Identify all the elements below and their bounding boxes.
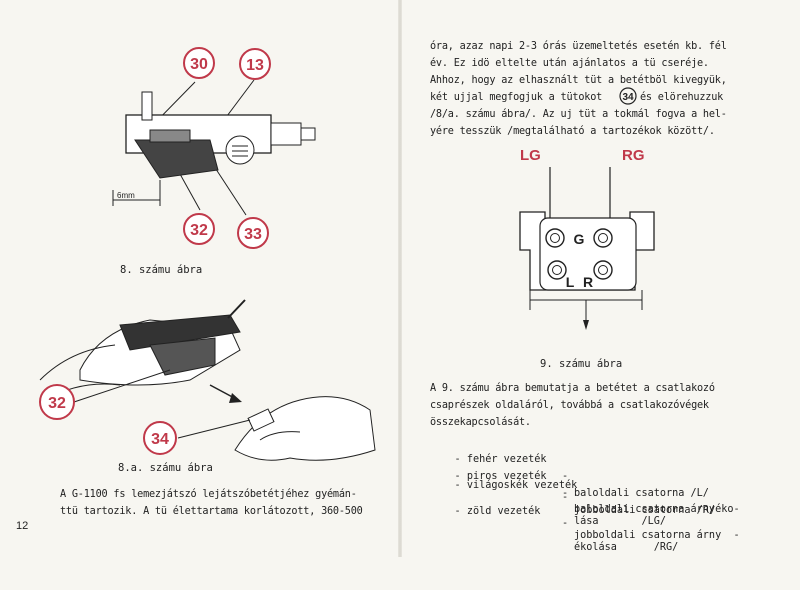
figure-8-caption: 8. számu ábra [120,264,203,276]
pin-l [547,260,567,280]
wire-desc: jobboldali csatorna árny - ékolása /RG/ [574,530,740,553]
page-gutter [398,0,402,557]
wire-sep: - [562,488,569,499]
desc-text-line-3: összekapcsolását. [430,417,531,428]
wire-row-lightblue: - világoskék vezeték - baloldali csatorn… [430,468,740,528]
top-text-line-3: Ahhoz, hogy az elhasznált tüt a betétböl… [430,75,727,86]
wire-name: - piros vezeték [454,471,547,482]
figure-9-connector-pins: LG RG G L R [519,147,655,330]
callout-33: 33 [237,217,269,249]
wire-desc: jobboldali csatorna /R/ [574,505,716,516]
wire-sep: - [562,471,569,482]
svg-text:34: 34 [151,431,169,448]
svg-text:33: 33 [244,226,262,243]
svg-text:30: 30 [190,56,208,73]
wire-row-red: - piros vezeték - jobboldali csatorna /R… [430,451,716,536]
top-text-line-2: év. Ez idö eltelte után ajánlatos a tü c… [430,58,709,69]
top-text-line-6: yére tesszük /megtalálható a tartozékok … [430,126,715,137]
figure-8a-removal: 32 34 [39,299,376,461]
wire-row-white: - fehér vezeték - baloldali csatorna /L/ [430,434,709,519]
pin-label-r: R [583,274,593,290]
figure-9-caption: 9. számu ábra [540,358,623,370]
top-text-line-5: /8/a. számu ábra/. Az uj tüt a tokmál fo… [430,109,727,120]
top-text-line-1: óra, azaz napi 2-3 órás üzemeltetés eset… [430,41,727,52]
wire-name: - zöld vezeték [454,506,541,517]
svg-text:32: 32 [190,222,208,239]
wire-name: - világoskék vezeték [454,480,578,491]
figure-8a-caption: 8.a. számu ábra [118,462,213,474]
callout-13: 13 [239,48,271,80]
page-number: 12 [16,520,29,532]
desc-text-line-1: A 9. számu ábra bemutatja a betétet a cs… [430,383,715,394]
wire-name: - fehér vezeték [454,454,547,465]
dimension-label: 6mm [117,191,135,200]
body-text-line-1: A G-1100 fs lemezjátszó lejátszóbetétjéh… [60,489,357,500]
top-text-line-4a: két ujjal megfogjuk a tütokot [430,92,603,103]
pin-lg [545,228,565,248]
wire-sep: - [562,518,569,529]
pin-label-l: L [566,274,575,290]
callout-32-fig8a: 32 [39,384,75,420]
left-page: 6mm 30 13 32 33 8. számu ábra [0,0,400,557]
label-lg: LG [520,147,541,164]
right-page: óra, azaz napi 2-3 órás üzemeltetés eset… [400,0,800,557]
callout-30: 30 [183,47,215,79]
wire-row-green: - zöld vezeték - jobboldali csatorna árn… [430,494,740,554]
wire-sep: - [562,492,569,503]
label-rg: RG [622,147,645,164]
body-text-line-2: ttü tartozik. A tü élettartama korlátozo… [60,506,363,517]
svg-text:34: 34 [622,92,634,103]
svg-text:32: 32 [48,395,66,412]
pin-rg [593,228,613,248]
figure-8-cartridge: 6mm 30 13 32 33 [112,47,316,249]
wire-desc: baloldali csatorna /L/ [574,488,709,499]
svg-text:13: 13 [246,57,264,74]
pin-r [593,260,613,280]
callout-34-fig8a: 34 [143,421,177,455]
top-text-line-4b: és elörehuzzuk [640,92,724,103]
desc-text-line-2: csaprészek oldaláról, továbbá a csatlako… [430,400,709,411]
inline-callout-34: 34 [619,87,637,105]
pin-label-g: G [574,231,585,247]
wire-desc: baloldali csatorna árnyéko- lása /LG/ [574,504,740,527]
callout-32: 32 [183,213,215,245]
